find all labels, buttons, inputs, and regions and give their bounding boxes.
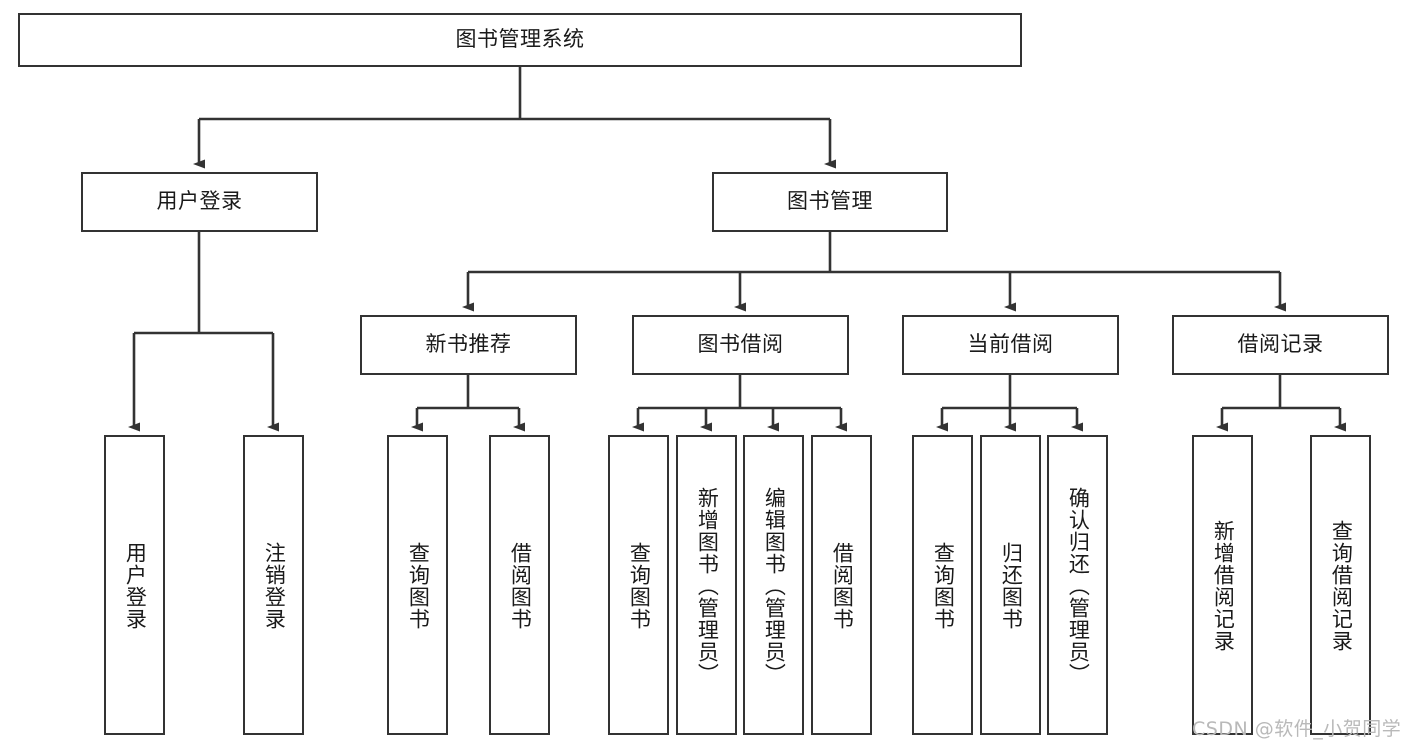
node-leaf-rec-borrow-book-label: 借阅图书 (508, 542, 533, 630)
node-leaf-cb-query-book-label: 查询图书 (931, 542, 956, 630)
node-leaf-rec-query-book-label: 查询图书 (406, 542, 431, 630)
node-leaf-user-login[interactable]: 用户登录 (104, 435, 165, 735)
node-leaf-rec-borrow-book[interactable]: 借阅图书 (489, 435, 550, 735)
node-new-book-recommend-label: 新书推荐 (425, 332, 512, 357)
node-leaf-cb-query-book[interactable]: 查询图书 (912, 435, 973, 735)
node-leaf-br-query-record-label: 查询借阅记录 (1329, 520, 1354, 652)
node-book-manage[interactable]: 图书管理 (712, 172, 948, 232)
node-new-book-recommend[interactable]: 新书推荐 (360, 315, 577, 375)
node-leaf-cb-return-book-label: 归还图书 (999, 542, 1024, 630)
node-leaf-br-add-record-label: 新增借阅记录 (1211, 520, 1236, 652)
node-leaf-bb-edit-book-label: 编辑图书（管理员） (762, 487, 787, 685)
node-leaf-user-login-label: 用户登录 (123, 542, 148, 630)
node-current-borrow-label: 当前借阅 (967, 332, 1054, 357)
node-leaf-bb-edit-book[interactable]: 编辑图书（管理员） (743, 435, 804, 735)
node-leaf-user-logout-label: 注销登录 (262, 542, 287, 630)
node-leaf-user-logout[interactable]: 注销登录 (243, 435, 304, 735)
node-borrow-record-label: 借阅记录 (1237, 332, 1324, 357)
node-leaf-cb-confirm-return[interactable]: 确认归还（管理员） (1047, 435, 1108, 735)
node-root-book-management-system[interactable]: 图书管理系统 (18, 13, 1022, 67)
node-leaf-rec-query-book[interactable]: 查询图书 (387, 435, 448, 735)
node-root-label: 图书管理系统 (455, 27, 585, 52)
node-leaf-bb-add-book-label: 新增图书（管理员） (695, 487, 720, 685)
node-leaf-br-add-record[interactable]: 新增借阅记录 (1192, 435, 1253, 735)
node-book-manage-label: 图书管理 (787, 189, 873, 214)
node-borrow-record[interactable]: 借阅记录 (1172, 315, 1389, 375)
node-book-borrow-label: 图书借阅 (697, 332, 784, 357)
node-user-login[interactable]: 用户登录 (81, 172, 318, 232)
node-leaf-br-query-record[interactable]: 查询借阅记录 (1310, 435, 1371, 735)
node-leaf-bb-query-book[interactable]: 查询图书 (608, 435, 669, 735)
node-book-borrow[interactable]: 图书借阅 (632, 315, 849, 375)
node-leaf-bb-borrow-book-label: 借阅图书 (830, 542, 855, 630)
node-user-login-label: 用户登录 (156, 189, 243, 214)
node-leaf-cb-confirm-return-label: 确认归还（管理员） (1066, 487, 1091, 685)
node-leaf-bb-borrow-book[interactable]: 借阅图书 (811, 435, 872, 735)
node-leaf-cb-return-book[interactable]: 归还图书 (980, 435, 1041, 735)
csdn-watermark: CSDN @软件_小贺同学 (1192, 718, 1402, 740)
node-leaf-bb-add-book[interactable]: 新增图书（管理员） (676, 435, 737, 735)
node-current-borrow[interactable]: 当前借阅 (902, 315, 1119, 375)
node-leaf-bb-query-book-label: 查询图书 (627, 542, 652, 630)
